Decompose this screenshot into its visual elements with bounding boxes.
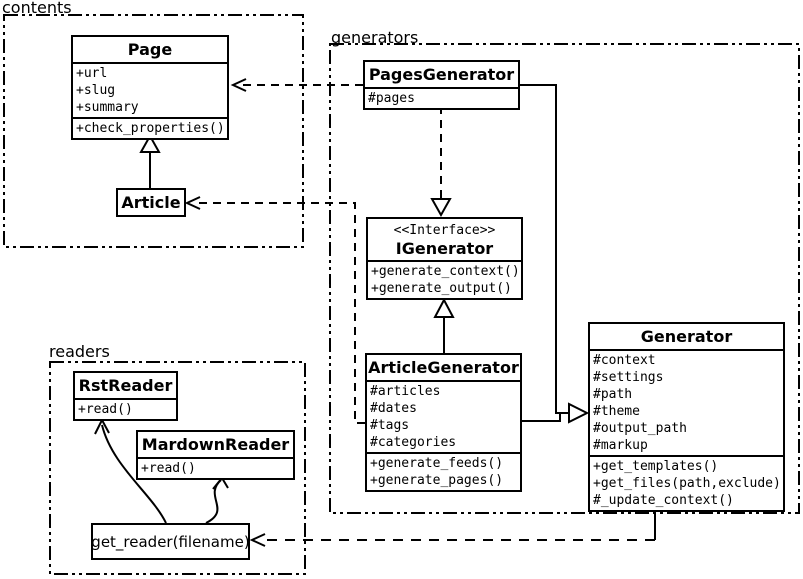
class-mardownreader-title: MardownReader (141, 435, 290, 454)
package-contents-label: contents (2, 0, 72, 17)
package-generators-frame (329, 43, 800, 514)
package-contents-frame (3, 14, 304, 248)
association-getreader-rstreader-line (101, 424, 167, 524)
class-member: #settings (593, 370, 664, 385)
class-member: #tags (370, 418, 410, 433)
class-generator: Generator #context #settings #path #them… (588, 322, 785, 512)
inheritance-article-page-triangle (139, 133, 161, 153)
class-member: +get_files(path,exclude) (593, 476, 781, 491)
class-igenerator: <<Interface>> IGenerator +generate_conte… (366, 217, 523, 300)
class-member: #pages (368, 91, 415, 106)
class-articlegenerator: ArticleGenerator #articles #dates #tags … (365, 353, 522, 492)
realization-pagesgenerator-igenerator-triangle (430, 198, 452, 218)
node-get-reader-label: get_reader(filename) (91, 532, 250, 551)
class-articlegenerator-attributes: #articles #dates #tags #categories (367, 380, 520, 452)
class-member: #output_path (593, 421, 687, 436)
class-member: #path (593, 387, 633, 402)
class-page-title: Page (127, 40, 173, 59)
class-igenerator-header: <<Interface>> IGenerator (368, 219, 521, 260)
class-member: +generate_pages() (370, 473, 504, 488)
dependency-articlegenerator-article-arrowhead (184, 196, 201, 210)
class-generator-title: Generator (640, 327, 733, 346)
class-member: +read() (141, 461, 196, 476)
inheritance-articlegenerator-igenerator-triangle (433, 297, 455, 318)
class-igenerator-methods: +generate_context() +generate_output() (368, 260, 521, 298)
class-member: +url (76, 66, 108, 81)
dependency-pagesgenerator-page-arrowhead (230, 78, 247, 92)
class-member: +generate_feeds() (370, 456, 504, 471)
class-articlegenerator-methods: +generate_feeds() +generate_pages() (367, 452, 520, 490)
class-member: #context (593, 353, 656, 368)
class-article: Article (116, 188, 186, 217)
class-page-methods: +check_properties() (73, 117, 227, 138)
node-get-reader: get_reader(filename) (91, 523, 250, 560)
class-member: +summary (76, 100, 139, 115)
class-mardownreader-methods: +read() (138, 457, 293, 478)
class-member: #categories (370, 435, 457, 450)
dependency-generator-getreader-arrowhead (249, 533, 266, 547)
class-page-attributes: +url +slug +summary (73, 62, 227, 117)
class-generator-methods: +get_templates() +get_files(path,exclude… (590, 455, 783, 510)
class-page: Page +url +slug +summary +check_properti… (71, 35, 229, 140)
association-getreader-mardownreader-line (205, 479, 222, 524)
class-member: #theme (593, 404, 640, 419)
class-member: +generate_context() (371, 264, 520, 279)
class-member: #articles (370, 384, 441, 399)
class-pagesgenerator-attributes: #pages (365, 87, 518, 108)
class-member: +slug (76, 83, 116, 98)
package-readers-frame (49, 361, 306, 575)
class-member: +generate_output() (371, 281, 512, 296)
class-igenerator-stereotype: <<Interface>> (393, 223, 496, 238)
inheritance-pagesgenerator-generator-line (520, 84, 569, 414)
class-member: #dates (370, 401, 417, 416)
class-member: +read() (78, 402, 133, 417)
class-article-title: Article (121, 193, 181, 212)
dependency-articlegenerator-article-line (197, 202, 365, 424)
class-rstreader: RstReader +read() (73, 371, 178, 421)
class-articlegenerator-title: ArticleGenerator (368, 358, 519, 377)
class-member: #markup (593, 438, 648, 453)
class-pagesgenerator: PagesGenerator #pages (363, 60, 520, 110)
inheritance-generator-triangle (568, 402, 590, 424)
class-member: #_update_context() (593, 493, 734, 508)
inheritance-articlegenerator-generator-line (520, 413, 561, 422)
class-member: +check_properties() (76, 121, 225, 136)
package-generators-label: generators (331, 28, 419, 47)
package-readers-label: readers (49, 342, 110, 361)
class-member: +get_templates() (593, 459, 719, 474)
class-pagesgenerator-title: PagesGenerator (368, 65, 515, 84)
class-rstreader-title: RstReader (78, 376, 173, 395)
class-rstreader-methods: +read() (75, 398, 176, 419)
class-igenerator-title: IGenerator (395, 239, 494, 258)
class-mardownreader: MardownReader +read() (136, 430, 295, 480)
class-generator-attributes: #context #settings #path #theme #output_… (590, 349, 783, 455)
